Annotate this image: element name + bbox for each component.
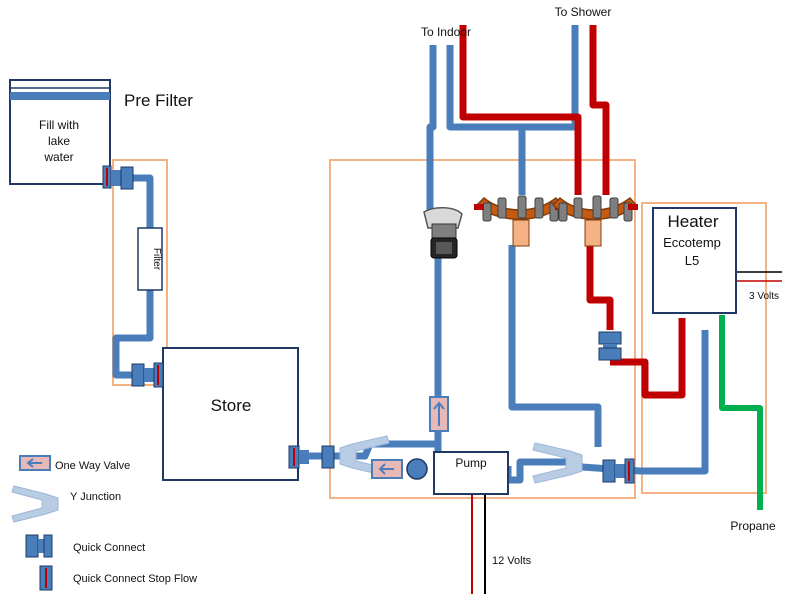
propane-line	[719, 315, 763, 510]
label-to-indoor: To Indoor	[421, 25, 471, 39]
one-way-valve-pump-up	[429, 396, 449, 432]
legend-one-way-valve-icon	[19, 455, 51, 471]
label-12-volts: 12 Volts	[492, 555, 532, 567]
legend-one-way-valve-label: One Way Valve	[55, 460, 130, 472]
pipe-filter-to-store	[112, 290, 160, 379]
pipe-to-indoor-1	[426, 45, 438, 219]
label-fill-line3: water	[43, 150, 73, 164]
label-3-volts: 3 Volts	[749, 291, 779, 302]
hot-pipe-heater-out	[610, 318, 686, 399]
manifold-left	[474, 195, 565, 247]
legend-quick-connect-icon	[25, 534, 53, 558]
y-junction-pump-inlet	[339, 435, 390, 477]
heater-enclosure	[641, 202, 767, 494]
pump-inlet-circle	[406, 458, 428, 480]
legend-quick-connect-stop-flow-label: Quick Connect Stop Flow	[73, 573, 197, 585]
label-heater-model2: L5	[685, 253, 699, 268]
hot-pipe-shower	[589, 25, 610, 195]
hot-water-pipes	[459, 25, 686, 399]
pipe-manifold-to-y	[508, 245, 602, 447]
pipe-to-indoor-2	[446, 45, 526, 195]
pump-box	[433, 451, 509, 495]
label-store: Store	[211, 396, 252, 415]
quick-connect-store-outlet	[288, 445, 335, 469]
label-heater: Heater	[667, 212, 718, 231]
hot-pipe-down	[586, 245, 614, 330]
legend-quick-connect-stop-flow-icon	[39, 565, 53, 591]
legend-y-junction-label: Y Junction	[70, 491, 121, 503]
filter-box	[137, 227, 163, 291]
legend-y-junction-icon	[11, 485, 59, 523]
label-pump: Pump	[455, 456, 487, 470]
label-to-shower: To Shower	[555, 5, 612, 19]
shutoff-valve	[423, 207, 463, 259]
label-filter: Filter	[151, 248, 162, 271]
label-pre-filter: Pre Filter	[124, 91, 193, 110]
pipe-to-shower-cold	[522, 25, 579, 131]
quick-connect-tank-outlet	[102, 165, 134, 190]
label-heater-model1: Eccotemp	[663, 235, 721, 250]
pump-enclosure	[329, 159, 636, 499]
hot-pipe-upper	[459, 25, 582, 195]
store-tank	[162, 347, 299, 481]
manifold-right	[551, 195, 638, 247]
y-junction-pump-outlet	[532, 442, 583, 484]
label-propane: Propane	[730, 519, 776, 533]
quick-connect-heater-inlet	[602, 458, 635, 484]
tank-lid-band	[10, 92, 110, 100]
label-fill-line2: lake	[48, 134, 70, 148]
quick-connect-store-inlet	[131, 362, 164, 388]
one-way-valve-pump-inlet	[371, 459, 403, 479]
quick-connect-hot-line	[598, 331, 622, 361]
legend-quick-connect-label: Quick Connect	[73, 542, 145, 554]
label-fill-line1: Fill with	[39, 118, 79, 132]
legend: One Way Valve Y Junction Quick Connect Q…	[11, 455, 197, 591]
heater-box	[652, 207, 737, 314]
